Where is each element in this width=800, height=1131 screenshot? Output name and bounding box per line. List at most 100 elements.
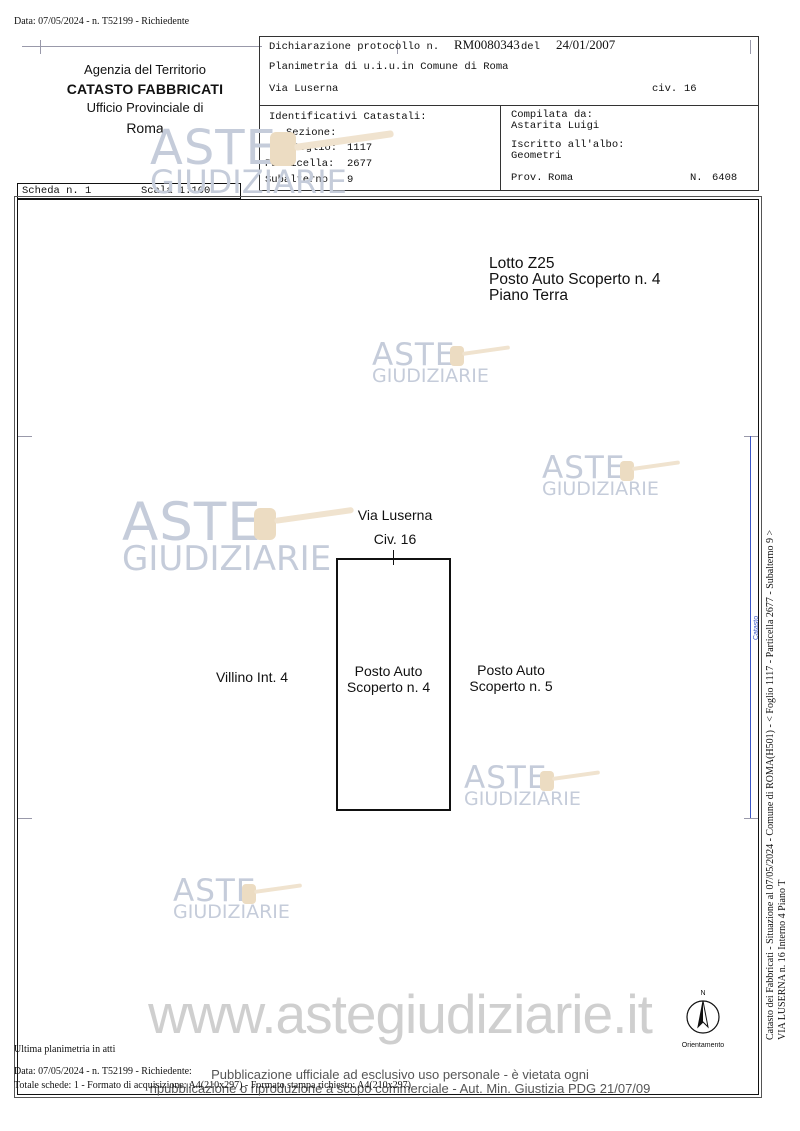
- entrance-tick: [393, 550, 394, 565]
- plan-frame-outer: [14, 196, 762, 1098]
- guide-tick: [18, 818, 32, 819]
- orientation-label: Orientamento: [681, 1042, 725, 1049]
- gavel-watermark-icon: [270, 130, 394, 166]
- watermark-text: GIUDIZIARIE: [173, 901, 290, 924]
- publication-line1: Pubblicazione ufficiale ad esclusivo uso…: [211, 1067, 589, 1082]
- declaration-header-box: Dichiarazione protocollo n. RM0080343 de…: [259, 36, 759, 191]
- watermark-text: GIUDIZIARIE: [464, 788, 581, 811]
- del-label: del: [521, 41, 540, 53]
- guide-tick: [40, 40, 41, 54]
- scale-label: Scala 1:100: [141, 185, 211, 197]
- plan-label: Planimetria di u.i.u.in Comune di Roma: [269, 61, 509, 73]
- watermark-aste: ASTE GIUDIZIARIE: [542, 450, 659, 501]
- publication-line2: ripubblicazione o riproduzione a scopo c…: [149, 1081, 651, 1096]
- gavel-watermark-icon: [242, 883, 302, 904]
- plan-frame: [17, 199, 759, 1095]
- parking-space-outline: [336, 558, 451, 811]
- watermark-text: ASTE: [173, 873, 257, 909]
- subalterno-value: 9: [347, 174, 354, 186]
- protocol-date: 24/01/2007: [556, 37, 616, 52]
- footer-request: Data: 07/05/2024 - n. T52199 - Richieden…: [14, 1066, 192, 1077]
- neighbor-parking-line2: Scoperto n. 5: [469, 678, 553, 694]
- street-label: Via Luserna: [357, 507, 433, 523]
- declaration-row: Dichiarazione protocollo n. RM0080343 de…: [260, 37, 758, 106]
- protocol-number: RM0080343: [454, 37, 520, 52]
- identifiers-cell: Identificativi Catastali: Sezione: Fogli…: [260, 105, 501, 191]
- office-type: Ufficio Provinciale di: [86, 100, 204, 115]
- guide-line: [22, 46, 262, 47]
- watermark-text: ASTE: [372, 337, 456, 373]
- scheda-box: Scheda n. 1 Scala 1:100: [17, 183, 241, 199]
- office-city: Roma: [126, 120, 164, 136]
- compiled-label: Compilata da:: [511, 109, 593, 121]
- side-stamp: Catasto: [753, 615, 760, 640]
- watermark-aste: ASTE GIUDIZIARIE: [372, 337, 489, 388]
- scheda-label: Scheda n. 1: [22, 185, 92, 197]
- parking-label: Posto Auto Scoperto n. 4: [336, 663, 441, 695]
- lotto-block: Lotto Z25 Posto Auto Scoperto n. 4 Piano…: [489, 256, 660, 304]
- guide-tick: [744, 818, 758, 819]
- declaration-label: Dichiarazione protocollo n.: [269, 41, 440, 53]
- website-watermark: www.astegiudiziarie.it: [148, 983, 653, 1045]
- side-info: Catasto dei Fabbricati - Situazione al 0…: [765, 530, 789, 1040]
- posto-title: Posto Auto Scoperto n. 4: [489, 271, 661, 288]
- watermark-aste: ASTE GIUDIZIARIE: [150, 120, 347, 201]
- prov-value: Roma: [548, 172, 574, 184]
- guide-tick: [18, 436, 32, 437]
- neighbor-parking-label: Posto Auto Scoperto n. 5: [455, 662, 567, 694]
- watermark-text: ASTE: [464, 760, 548, 796]
- floor-label: Piano Terra: [489, 287, 568, 304]
- footer-totals: Totale schede: 1 - Formato di acquisizio…: [14, 1080, 411, 1091]
- guide-tick: [750, 40, 751, 54]
- identifiers-title: Identificativi Catastali:: [269, 111, 427, 123]
- lotto-label: Lotto Z25: [489, 255, 555, 272]
- watermark-text: ASTE: [542, 450, 626, 486]
- top-request-line: Data: 07/05/2024 - n. T52199 - Richieden…: [14, 16, 190, 27]
- parking-label-line2: Scoperto n. 4: [346, 679, 431, 695]
- n-value: 6408: [712, 172, 738, 184]
- albo-label: Iscritto all'albo:: [511, 139, 625, 151]
- publication-notice: Pubblicazione ufficiale ad esclusivo uso…: [120, 1068, 680, 1096]
- guide-tick: [744, 436, 758, 437]
- foglio-value: 1117: [347, 142, 373, 154]
- office-block: Agenzia del Territorio CATASTO FABBRICAT…: [40, 62, 250, 136]
- orientation-block: N Orientamento: [678, 990, 728, 1060]
- agency-name: Agenzia del Territorio: [84, 62, 206, 77]
- guide-tick: [397, 40, 398, 54]
- villa-label: Villino Int. 4: [215, 669, 289, 685]
- watermark-aste: ASTE GIUDIZIARIE: [173, 873, 290, 924]
- compiled-by: Astarita Luigi: [511, 120, 600, 132]
- gavel-watermark-icon: [254, 507, 354, 540]
- sezione-label: Sezione:: [286, 127, 337, 139]
- watermark-text: GIUDIZIARIE: [542, 478, 659, 501]
- civ-label: civ.: [652, 83, 678, 95]
- watermark-aste: ASTE GIUDIZIARIE: [122, 492, 332, 580]
- civ-number: 16: [684, 83, 697, 95]
- neighbor-parking-line1: Posto Auto: [477, 662, 545, 678]
- address: Via Luserna: [269, 83, 339, 95]
- albo-value: Geometri: [511, 150, 562, 162]
- compiler-cell: Compilata da: Astarita Luigi Iscritto al…: [500, 105, 758, 191]
- particella-value: 2677: [347, 158, 373, 170]
- civic-label: Civ. 16: [373, 531, 417, 547]
- watermark-text: ASTE: [150, 120, 277, 176]
- last-plan-note: Ultima planimetria in atti: [14, 1044, 116, 1055]
- north-label: N: [700, 990, 706, 997]
- gavel-watermark-icon: [620, 460, 680, 481]
- side-info-line2: VIA LUSERNA n. 16 Interno 4 Piano T: [777, 879, 788, 1040]
- watermark-text: GIUDIZIARIE: [150, 162, 347, 201]
- north-arrow-icon: [686, 1000, 720, 1034]
- n-label: N.: [690, 172, 703, 184]
- gavel-watermark-icon: [450, 345, 510, 366]
- side-info-line1: Catasto dei Fabbricati - Situazione al 0…: [765, 529, 776, 1040]
- blue-guide-line: [750, 436, 751, 818]
- prov-label: Prov.: [511, 172, 543, 184]
- parking-label-line1: Posto Auto: [354, 663, 423, 679]
- catasto-title: CATASTO FABBRICATI: [66, 81, 224, 97]
- gavel-watermark-icon: [540, 770, 600, 791]
- watermark-text: GIUDIZIARIE: [122, 539, 332, 580]
- watermark-aste: ASTE GIUDIZIARIE: [464, 760, 581, 811]
- watermark-text: ASTE: [122, 492, 262, 553]
- watermark-text: GIUDIZIARIE: [372, 365, 489, 388]
- subalterno-label: Subalterno:: [265, 174, 335, 186]
